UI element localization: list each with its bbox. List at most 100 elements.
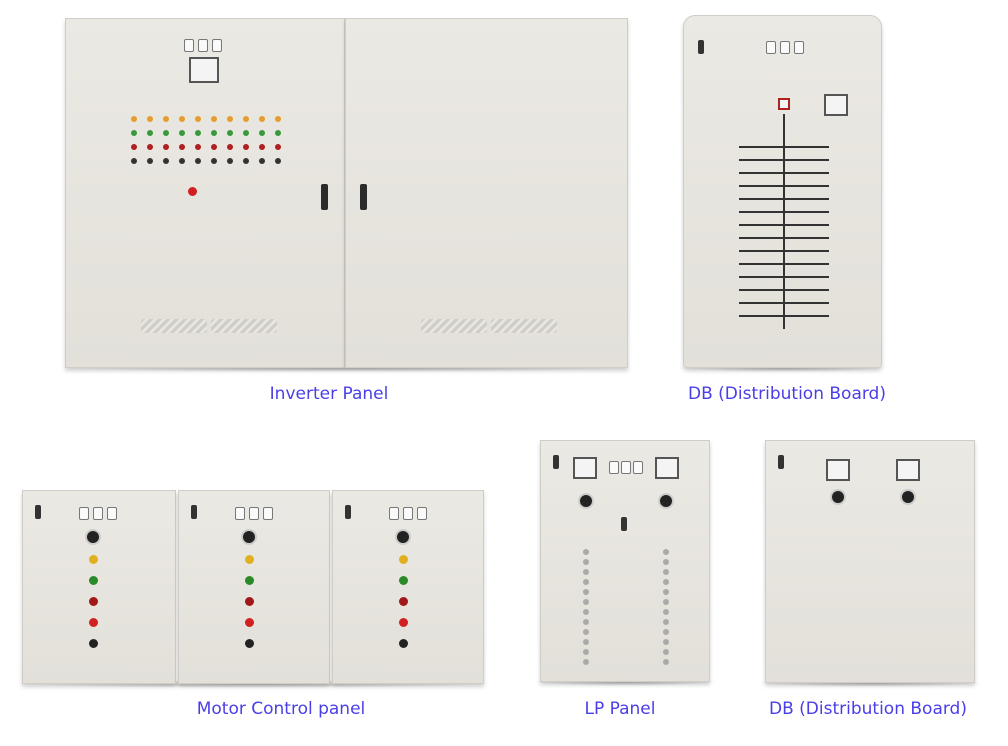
door-handle bbox=[360, 184, 367, 210]
caption-lp-panel: LP Panel bbox=[584, 699, 656, 719]
voltmeter bbox=[896, 459, 920, 481]
breaker bbox=[583, 559, 589, 565]
breaker bbox=[583, 619, 589, 625]
selector-switch bbox=[658, 493, 674, 509]
switch bbox=[621, 461, 631, 474]
pilot-light bbox=[211, 116, 217, 122]
pilot-light bbox=[259, 130, 265, 136]
breaker bbox=[583, 569, 589, 575]
switch bbox=[794, 41, 804, 54]
pilot-light bbox=[179, 144, 185, 150]
selector-switch bbox=[241, 529, 257, 545]
breaker bbox=[583, 609, 589, 615]
floor-shadow bbox=[15, 680, 491, 688]
breaker bbox=[663, 579, 669, 585]
pilot-light bbox=[195, 144, 201, 150]
floor-shadow bbox=[530, 678, 720, 686]
pilot-light bbox=[245, 576, 254, 585]
switch bbox=[403, 507, 413, 520]
pilot-light bbox=[179, 158, 185, 164]
switch bbox=[766, 41, 776, 54]
branch-circuit bbox=[739, 276, 829, 278]
pilot-light bbox=[259, 144, 265, 150]
pilot-light bbox=[399, 555, 408, 564]
branch-circuit bbox=[739, 250, 829, 252]
distribution-board-tall bbox=[683, 15, 882, 368]
pilot-light bbox=[243, 144, 249, 150]
lock-icon bbox=[191, 505, 197, 519]
pilot-light bbox=[245, 618, 254, 627]
pilot-light bbox=[227, 130, 233, 136]
breaker bbox=[663, 659, 669, 665]
caption-db-top: DB (Distribution Board) bbox=[688, 384, 886, 404]
pilot-light bbox=[399, 639, 408, 648]
branch-circuit bbox=[739, 289, 829, 291]
pilot-light bbox=[195, 158, 201, 164]
pilot-light bbox=[163, 144, 169, 150]
branch-circuit bbox=[739, 146, 829, 148]
branch-circuit bbox=[739, 159, 829, 161]
caption-motor-control-panel: Motor Control panel bbox=[196, 699, 366, 719]
ammeter bbox=[826, 459, 850, 481]
lock-icon bbox=[621, 517, 627, 531]
breaker bbox=[583, 659, 589, 665]
switch bbox=[93, 507, 103, 520]
switch bbox=[609, 461, 619, 474]
branch-circuit bbox=[739, 172, 829, 174]
pilot-light bbox=[179, 116, 185, 122]
pilot-light bbox=[163, 158, 169, 164]
breaker bbox=[583, 639, 589, 645]
breaker bbox=[663, 629, 669, 635]
pilot-light bbox=[227, 116, 233, 122]
pilot-light bbox=[131, 158, 137, 164]
pilot-light bbox=[179, 130, 185, 136]
pilot-light bbox=[275, 144, 281, 150]
voltmeter bbox=[655, 457, 679, 479]
selector-switch bbox=[578, 493, 594, 509]
ammeter bbox=[573, 457, 597, 479]
lock-icon bbox=[698, 40, 704, 54]
breaker bbox=[663, 589, 669, 595]
pilot-light bbox=[259, 158, 265, 164]
breaker bbox=[663, 639, 669, 645]
switch bbox=[780, 41, 790, 54]
pilot-light bbox=[89, 639, 98, 648]
breaker bbox=[663, 549, 669, 555]
breaker bbox=[663, 559, 669, 565]
pilot-light bbox=[195, 130, 201, 136]
motor-control-cabinet-1 bbox=[22, 490, 176, 684]
pilot-light bbox=[245, 597, 254, 606]
pilot-light bbox=[211, 130, 217, 136]
breaker bbox=[583, 549, 589, 555]
pilot-light bbox=[245, 555, 254, 564]
switch bbox=[263, 507, 273, 520]
pilot-light bbox=[131, 116, 137, 122]
branch-circuit bbox=[739, 315, 829, 317]
meter-display bbox=[824, 94, 848, 116]
inverter-panel-right-door bbox=[345, 18, 628, 368]
switch bbox=[417, 507, 427, 520]
branch-circuit bbox=[739, 237, 829, 239]
pilot-light bbox=[89, 618, 98, 627]
vent-grille bbox=[491, 319, 557, 333]
pilot-light bbox=[245, 639, 254, 648]
breaker bbox=[663, 599, 669, 605]
emergency-stop-button bbox=[188, 187, 197, 196]
branch-circuit bbox=[739, 224, 829, 226]
floor-shadow bbox=[675, 364, 890, 372]
door-handle bbox=[321, 184, 328, 210]
lock-icon bbox=[553, 455, 559, 469]
switch bbox=[107, 507, 117, 520]
pilot-light bbox=[211, 158, 217, 164]
switch bbox=[184, 39, 194, 52]
hmi-display bbox=[189, 57, 219, 83]
breaker bbox=[778, 98, 790, 110]
pilot-light bbox=[259, 116, 265, 122]
pilot-light bbox=[147, 144, 153, 150]
pilot-light bbox=[195, 116, 201, 122]
breaker bbox=[583, 579, 589, 585]
pilot-light bbox=[147, 130, 153, 136]
pilot-light bbox=[163, 130, 169, 136]
switch bbox=[198, 39, 208, 52]
pilot-light bbox=[89, 597, 98, 606]
